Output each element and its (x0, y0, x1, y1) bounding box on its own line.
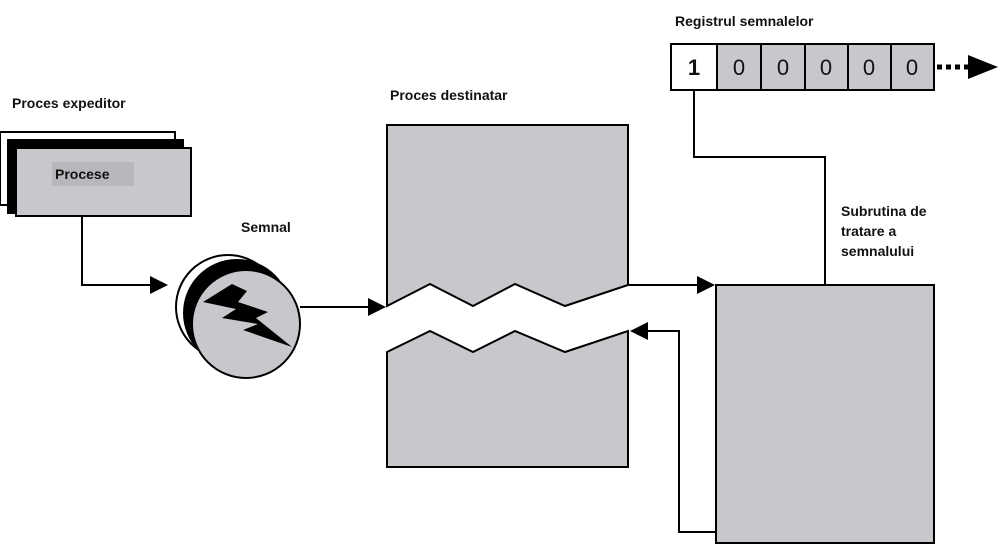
destination-to-handler-arrowhead (697, 276, 715, 294)
register-cell-bg (716, 43, 762, 91)
register-cell-value: 0 (733, 55, 745, 80)
destination-process-label: Proces destinatar (390, 87, 508, 103)
register-cell-bg (670, 43, 718, 91)
dotted-arrow-icon (937, 55, 998, 79)
handler-return-connector (646, 330, 716, 533)
signal-icon (175, 254, 301, 379)
signal-register-label: Registrul semnalelor (675, 13, 814, 29)
register-cell-value: 0 (906, 55, 918, 80)
signal-handler-box (715, 284, 935, 544)
register-cell-bg (804, 43, 849, 91)
handler-return-arrowhead (630, 322, 648, 340)
lightning-bolt-icon (203, 284, 292, 347)
signal-register: 1 0 0 0 0 0 (670, 43, 935, 91)
register-cell-value: 0 (863, 55, 875, 80)
processes-label-bg (52, 162, 134, 186)
signal-label: Semnal (241, 219, 291, 235)
register-cell-bg (847, 43, 892, 91)
signal-to-destination-arrowhead (368, 298, 386, 316)
destination-process-top-half (386, 124, 629, 308)
handler-label-line2: tratare a (841, 223, 896, 239)
sender-to-signal-arrowhead (150, 276, 168, 294)
register-to-handler-connector (693, 90, 826, 285)
destination-process-bottom-half (386, 329, 629, 468)
register-cell-value: 1 (688, 55, 700, 80)
sender-process-stack (0, 131, 192, 217)
register-cell-value: 0 (820, 55, 832, 80)
processes-label: Procese (55, 166, 110, 182)
sender-process-label: Proces expeditor (12, 95, 126, 111)
handler-label-line3: semnalului (841, 243, 914, 259)
handler-label-line1: Subrutina de (841, 203, 927, 219)
register-cell-value: 0 (777, 55, 789, 80)
sender-to-signal-connector (81, 216, 152, 286)
register-cell-bg (890, 43, 935, 91)
